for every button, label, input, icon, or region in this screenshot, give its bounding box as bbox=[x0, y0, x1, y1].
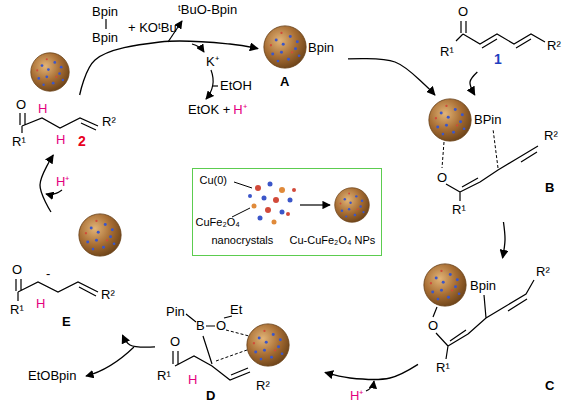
species-node: O R¹ R² 1 bbox=[438, 2, 568, 72]
atom-label: R² bbox=[544, 128, 558, 143]
reagent-label: ᵗBuO-Bpin bbox=[178, 2, 237, 17]
info-box: Cu(0) CuFe₂O₄ nanocrystals Cu-CuFe₂O₄ NPs bbox=[192, 168, 382, 256]
species-node: O R¹ H H R² 2 bbox=[5, 95, 128, 155]
box-text: CuFe₂O₄ bbox=[196, 216, 240, 229]
species-node: O R¹ H- R² E bbox=[2, 212, 150, 335]
atom-label: BPin bbox=[474, 112, 501, 127]
atom-label: H bbox=[56, 132, 65, 147]
atom-label: R¹ bbox=[440, 44, 454, 59]
atom-label: Et bbox=[230, 302, 242, 317]
reaction-arrow bbox=[348, 59, 435, 95]
reagent-label: Bpin bbox=[92, 30, 118, 45]
atom-label: - bbox=[46, 266, 50, 281]
compound-label: 2 bbox=[78, 134, 86, 149]
atom-label: H bbox=[38, 101, 47, 116]
atom-label: R² bbox=[536, 264, 550, 279]
compound-label: 1 bbox=[494, 52, 502, 67]
box-text: Cu(0) bbox=[200, 174, 228, 187]
atom-label: R¹ bbox=[10, 302, 24, 317]
compound-label: C bbox=[545, 378, 554, 393]
atom-label: R² bbox=[547, 38, 561, 53]
side-arrow bbox=[46, 21, 374, 391]
compound-label: E bbox=[62, 314, 71, 329]
atom-label: R² bbox=[256, 378, 270, 393]
reagent-label: EtOH bbox=[220, 78, 252, 93]
atom-label: R¹ bbox=[157, 368, 171, 383]
atom-label: H bbox=[36, 296, 45, 311]
reaction-arrow bbox=[470, 72, 477, 95]
compound-label: D bbox=[206, 388, 215, 403]
atom-label: Pin bbox=[166, 304, 185, 319]
atom-label: O bbox=[458, 4, 468, 19]
atom-label: B bbox=[196, 318, 205, 333]
reagent-label: K⁺ bbox=[206, 54, 219, 69]
species-node: BpinA bbox=[258, 20, 348, 92]
atom-label: O bbox=[216, 318, 226, 333]
atom-label: R² bbox=[101, 287, 115, 302]
reagent-label: Bpin bbox=[92, 4, 118, 19]
reagent-label: H⁺ bbox=[350, 388, 363, 403]
box-text: nanocrystals bbox=[212, 234, 274, 247]
reagent-label: EtOBpin bbox=[28, 368, 76, 383]
reaction-arrow bbox=[122, 335, 155, 347]
reagent-label: H⁺ bbox=[233, 102, 246, 117]
nanoparticle bbox=[31, 26, 471, 366]
atom-label: R¹ bbox=[12, 134, 26, 149]
atom-label: Bpin bbox=[470, 278, 496, 293]
nanocrystal-cluster bbox=[248, 182, 296, 225]
reagent-label: H⁺ bbox=[56, 174, 69, 189]
atom-label: H bbox=[188, 372, 197, 387]
species-node: PinBOEtOR¹HR²D bbox=[155, 300, 325, 407]
atom-label: R² bbox=[102, 114, 116, 129]
compound-label: B bbox=[545, 180, 554, 195]
species-node: BPinO R¹ R² B bbox=[428, 95, 568, 222]
atom-label: R¹ bbox=[436, 360, 450, 375]
reaction-arrow bbox=[40, 155, 53, 212]
reaction-arrow bbox=[503, 222, 505, 258]
reaction-arrow bbox=[325, 364, 418, 379]
atom-label: O bbox=[437, 170, 447, 185]
leader-line bbox=[232, 182, 252, 217]
bond-lines bbox=[16, 19, 545, 380]
atom-label: O bbox=[12, 262, 22, 277]
box-text: Cu-CuFe₂O₄ NPs bbox=[290, 234, 376, 247]
atom-label: O bbox=[428, 318, 438, 333]
compound-label: A bbox=[280, 74, 289, 89]
atom-label: O bbox=[16, 97, 26, 112]
atom-label: R¹ bbox=[452, 202, 466, 217]
atom-label: Bpin bbox=[308, 40, 334, 55]
species-node: BpinO R¹ R² C bbox=[418, 258, 568, 398]
atom-label: O bbox=[170, 334, 180, 349]
reagent-label: + KOᵗBu bbox=[128, 20, 177, 35]
reaction-arrow bbox=[80, 41, 258, 95]
reagent-label: EtOK + bbox=[188, 102, 230, 117]
